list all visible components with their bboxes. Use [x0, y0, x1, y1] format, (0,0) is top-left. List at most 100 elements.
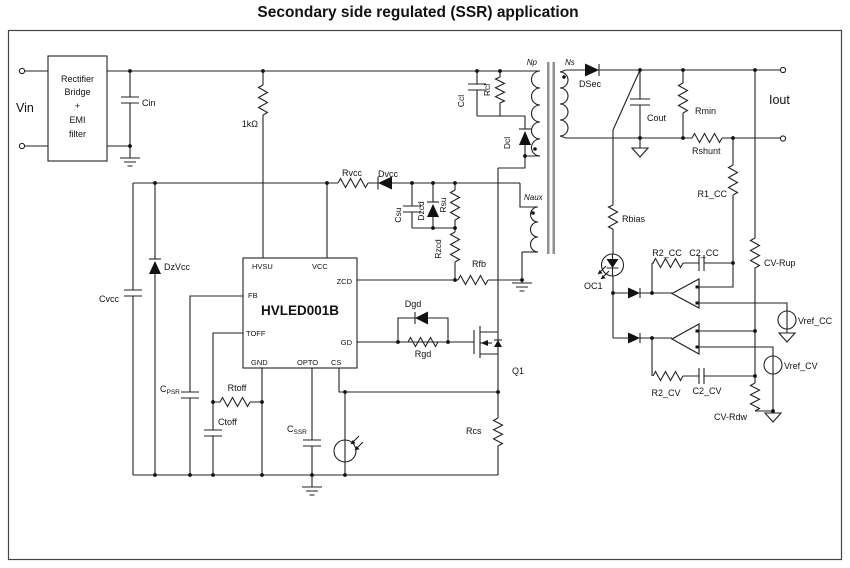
- resistor-rmin: [677, 82, 689, 114]
- optocoupler-receiver: [333, 435, 364, 463]
- rectifier-box-line1: Rectifier: [61, 74, 94, 84]
- chip-name: HVLED001B: [261, 303, 339, 318]
- diode-cc-or: [628, 287, 641, 299]
- opamp-cv: [670, 322, 700, 356]
- label-q1: Q1: [512, 366, 524, 376]
- label-vref-cc: Vref_CC: [798, 316, 833, 326]
- capacitor-cssr: [303, 439, 321, 447]
- diode-dcl: [519, 128, 531, 145]
- label-1k: 1kΩ: [242, 119, 259, 129]
- ground-vref-cc: [777, 332, 797, 343]
- label-rgd: Rgd: [415, 349, 432, 359]
- label-r2-cc: R2_CC: [652, 248, 682, 258]
- pin-label-vcc: VCC: [312, 262, 328, 271]
- resistor-cv-rdw: [749, 382, 761, 412]
- np-polarity-dot: [533, 147, 537, 151]
- page-title: Secondary side regulated (SSR) applicati…: [257, 4, 578, 21]
- label-dvcc: Dvcc: [378, 169, 398, 179]
- resistor-r1-cc: [727, 164, 739, 196]
- zener-dzcd: [427, 201, 439, 217]
- label-dcl: Dcl: [502, 137, 512, 149]
- winding-np: [531, 70, 541, 157]
- resistor-r2-cc: [652, 257, 684, 269]
- resistor-rfb: [457, 274, 489, 286]
- vref-cc-source: [777, 310, 797, 330]
- label-vin: Vin: [16, 101, 34, 115]
- pin-label-cs: CS: [331, 358, 341, 367]
- resistor-rzcd: [449, 231, 461, 263]
- schematic-border: [7, 29, 843, 561]
- label-cpsr: CPSR: [160, 384, 180, 396]
- rectifier-box-line2: Bridge: [64, 87, 90, 97]
- ground-vref-cv: [763, 412, 783, 423]
- label-naux: Naux: [524, 193, 544, 202]
- ground-cin: [120, 157, 140, 167]
- resistor-1k: [257, 84, 269, 116]
- label-cv-rup: CV-Rup: [764, 258, 796, 268]
- label-cv-rdw: CV-Rdw: [714, 412, 748, 422]
- label-rfb: Rfb: [472, 259, 486, 269]
- chip-hvled001b: [242, 257, 358, 369]
- capacitor-c2-cc: [698, 255, 705, 271]
- label-rsu: Rsu: [438, 197, 448, 212]
- mosfet-q1: [473, 326, 502, 358]
- resistor-rcs: [492, 417, 504, 447]
- rectifier-box-line5: filter: [69, 129, 86, 139]
- vref-cv-source: [763, 355, 783, 375]
- label-cvcc: Cvcc: [99, 294, 119, 304]
- resistor-rcl: [494, 76, 506, 104]
- opamp-cc: [670, 277, 700, 310]
- capacitor-c2-cv: [698, 368, 705, 384]
- label-rshunt: Rshunt: [692, 146, 721, 156]
- winding-ns: [559, 71, 569, 137]
- pin-label-gd: GD: [341, 338, 353, 347]
- label-rtoff: Rtoff: [228, 383, 247, 393]
- resistor-rvcc: [337, 177, 369, 189]
- label-dzcd: Dzcd: [416, 201, 426, 221]
- label-np: Np: [527, 58, 538, 67]
- resistor-cv-rup: [749, 237, 761, 269]
- label-dsec: DSec: [579, 79, 602, 89]
- rectifier-box-line3: +: [75, 101, 80, 111]
- transformer-core: [547, 62, 550, 254]
- capacitor-ctoff: [204, 429, 222, 437]
- ground-naux: [512, 282, 532, 292]
- label-cin: Cin: [142, 98, 156, 108]
- label-rcs: Rcs: [466, 426, 482, 436]
- label-c2-cc: C2_CC: [689, 248, 719, 258]
- label-ccl: Ccl: [456, 95, 466, 107]
- resistor-rshunt: [691, 132, 723, 144]
- label-dzvcc: DzVcc: [164, 262, 191, 272]
- pin-label-fb: FB: [248, 291, 258, 300]
- rectifier-emi-box: [47, 55, 108, 162]
- ns-polarity-dot: [562, 75, 566, 79]
- vin-plus-terminal: [18, 67, 26, 75]
- resistor-rsu: [449, 189, 461, 221]
- diode-cv-or: [628, 332, 641, 344]
- diode-dvcc: [377, 176, 392, 190]
- capacitor-cpsr: [181, 391, 199, 399]
- label-rvcc: Rvcc: [342, 168, 362, 178]
- label-rzcd: Rzcd: [433, 239, 443, 259]
- resistor-rbias: [607, 204, 619, 230]
- circuit-wires: [25, 69, 788, 487]
- resistor-r2-cv: [652, 370, 684, 382]
- label-rmin: Rmin: [695, 106, 716, 116]
- label-csu: Csu: [393, 207, 403, 222]
- label-c2-cv: C2_CV: [692, 386, 721, 396]
- rectifier-box-line4: EMI: [69, 115, 85, 125]
- vin-minus-terminal: [18, 142, 26, 150]
- junction-dots: [128, 68, 775, 477]
- diode-dsec: [585, 63, 600, 77]
- label-vref-cv: Vref_CV: [784, 361, 818, 371]
- label-ctoff: Ctoff: [218, 417, 237, 427]
- resistor-rtoff: [219, 396, 251, 408]
- capacitor-cvcc: [124, 289, 142, 297]
- label-cssr: CSSR: [287, 424, 307, 436]
- pin-label-hvsu: HVSU: [252, 262, 273, 271]
- capacitor-cin: [121, 96, 139, 104]
- transformer-core: [552, 62, 555, 254]
- capacitor-csu: [403, 205, 421, 213]
